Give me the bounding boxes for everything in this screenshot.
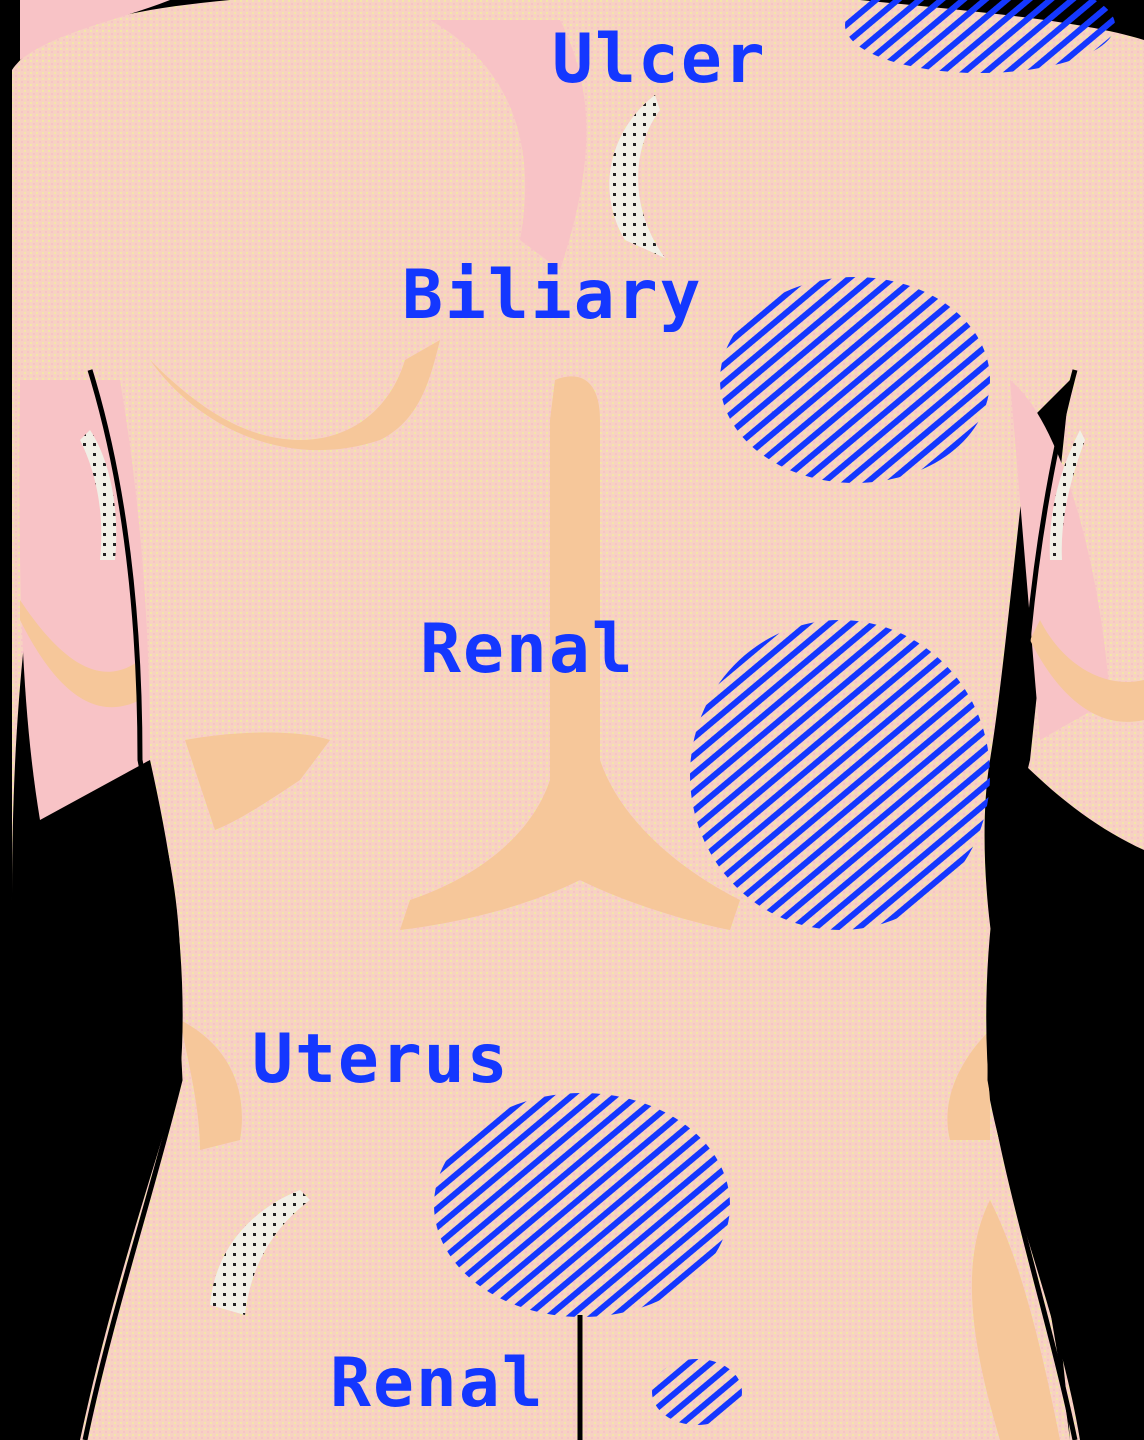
- renal-pain-region-upper: [690, 620, 990, 930]
- label-renal-upper: Renal: [420, 616, 635, 684]
- label-uterus: Uterus: [252, 1026, 510, 1094]
- uterus-pain-region: [434, 1093, 730, 1317]
- biliary-pain-region: [720, 277, 990, 483]
- label-biliary: Biliary: [402, 262, 703, 330]
- label-ulcer: Ulcer: [552, 26, 767, 94]
- label-renal-lower: Renal: [330, 1350, 545, 1418]
- renal-pain-region-lower: [652, 1359, 742, 1425]
